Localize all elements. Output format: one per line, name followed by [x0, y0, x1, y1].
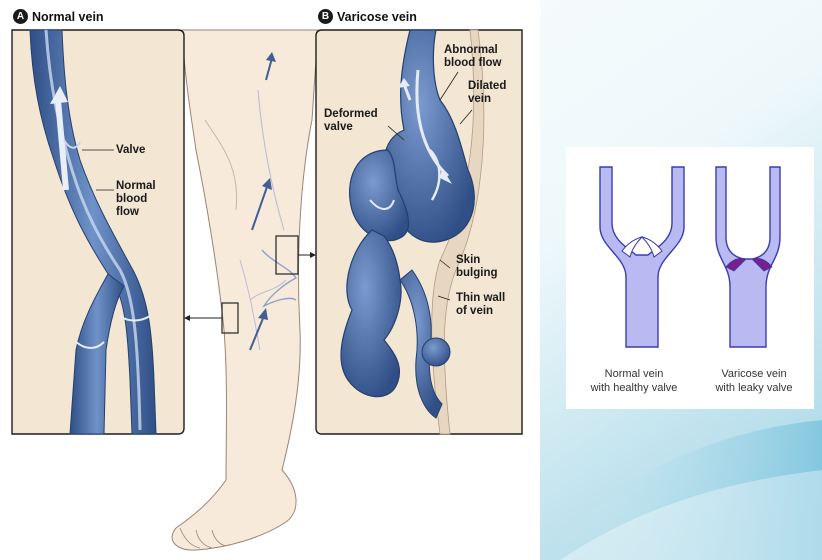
vein-illustration: [0, 0, 540, 560]
caption-normal-vein: Normal vein with healthy valve: [574, 367, 694, 395]
label-dilated-vein: Dilated vein: [468, 80, 506, 106]
panel-a-normal-vein: [12, 30, 184, 434]
label-skin-bulging: Skin bulging: [456, 254, 498, 280]
panel-b-badge: B: [318, 9, 333, 24]
varicose-vein-shape: [716, 167, 780, 347]
valve-comparison-panel: Normal vein with healthy valve Varicose …: [566, 147, 814, 409]
panel-a-title: Normal vein: [32, 10, 104, 24]
label-thin-wall-of-vein: Thin wall of vein: [456, 292, 505, 318]
caption-varicose-vein: Varicose vein with leaky valve: [694, 367, 814, 395]
label-abnormal-blood-flow: Abnormal blood flow: [444, 44, 501, 70]
panel-a-header: A Normal vein: [13, 9, 104, 24]
normal-vein-shape: [600, 167, 684, 347]
panel-a-badge: A: [13, 9, 28, 24]
label-normal-blood-flow: Normal blood flow: [116, 180, 156, 219]
label-valve: Valve: [116, 144, 145, 157]
panel-b-header: B Varicose vein: [318, 9, 417, 24]
panel-b-title: Varicose vein: [337, 10, 417, 24]
label-deformed-valve: Deformed valve: [324, 108, 378, 134]
